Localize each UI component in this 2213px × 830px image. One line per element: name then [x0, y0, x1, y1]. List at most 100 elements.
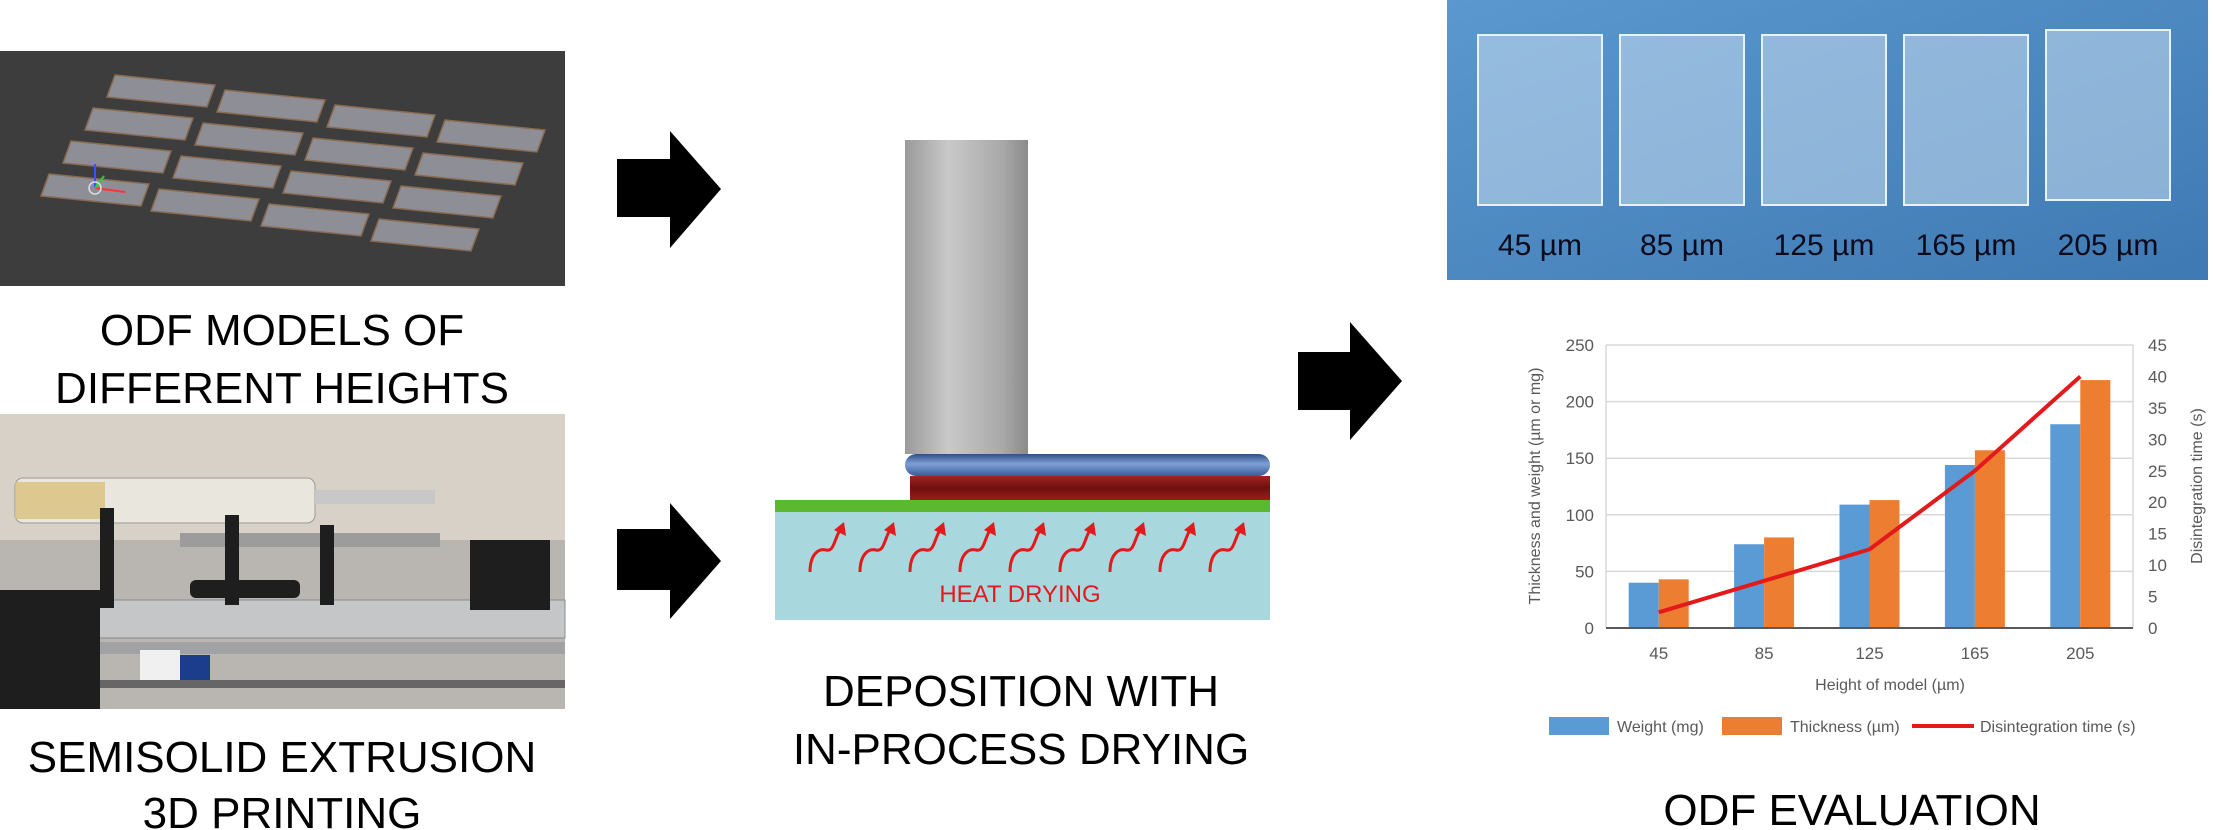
y2-tick-label: 30	[2148, 430, 2167, 449]
heat-arrowhead-icon	[884, 522, 896, 536]
odf-film	[1903, 34, 2029, 206]
odf-model-tile	[325, 104, 437, 138]
y-axis-title: Thickness and weight (µm or mg)	[1527, 368, 1544, 605]
odf-film	[1477, 34, 1603, 206]
film-label: 85 µm	[1640, 229, 1724, 262]
odf-model-tile	[39, 173, 151, 207]
heat-arrow-icon	[808, 529, 842, 573]
film-label: 125 µm	[1774, 229, 1875, 262]
models-caption-line1: ODF MODELS OF	[100, 306, 464, 355]
heat-arrow-icon	[1058, 529, 1092, 573]
odf-model-tile	[171, 155, 283, 189]
odf-model-tile	[303, 137, 415, 171]
y2-tick-label: 25	[2148, 462, 2167, 481]
heat-arrow-icon	[958, 529, 992, 573]
heat-arrow-icon	[1008, 529, 1042, 573]
film-label: 205 µm	[2058, 229, 2159, 262]
film-label: 165 µm	[1916, 229, 2017, 262]
legend-swatch	[1549, 717, 1609, 735]
x-axis-title: Height of model (µm)	[1815, 677, 1965, 694]
deposited-layers	[910, 476, 1270, 500]
y2-tick-label: 35	[2148, 399, 2167, 418]
heat-arrows	[808, 522, 1246, 573]
x-tick-label: 85	[1755, 644, 1774, 663]
odf-model-tile	[83, 107, 195, 141]
heat-arrowhead-icon	[984, 522, 996, 536]
thickness-bar	[2080, 380, 2111, 628]
legend-label: Thickness (µm)	[1790, 719, 1900, 736]
y-tick-label: 50	[1575, 562, 1594, 581]
film-label: 45 µm	[1498, 229, 1582, 262]
nozzle	[905, 140, 1028, 454]
print-bed	[775, 500, 1270, 512]
odf-model-tile	[435, 119, 547, 153]
legend: Weight (mg) Thickness (µm) Disintegration …	[1549, 717, 2136, 736]
evaluation-caption: ODF EVALUATION	[1663, 786, 2040, 830]
legend-label: Disintegration time (s)	[1980, 719, 2136, 736]
x-tick-label: 165	[1961, 644, 1989, 663]
y-tick-label: 250	[1566, 336, 1594, 355]
heat-arrowhead-icon	[1134, 522, 1146, 536]
heat-arrow-icon	[1208, 529, 1242, 573]
deposition-caption-line2: IN-PROCESS DRYING	[793, 725, 1249, 774]
y-tick-label: 150	[1566, 449, 1594, 468]
arrow-right-icon	[1298, 322, 1402, 440]
odf-model-tile	[369, 218, 481, 252]
odf-model-tile	[149, 188, 261, 222]
printer-caption-line1: SEMISOLID EXTRUSION	[28, 733, 537, 782]
axis-gizmo-icon	[88, 164, 126, 195]
heat-arrow-icon	[908, 529, 942, 573]
x-tick-label: 205	[2066, 644, 2094, 663]
y2-tick-label: 10	[2148, 556, 2167, 575]
deposition-caption-line1: DEPOSITION WITH	[823, 667, 1219, 716]
weight-bar	[1839, 504, 1870, 628]
heat-arrowhead-icon	[1034, 522, 1046, 536]
y-tick-label: 0	[1585, 619, 1594, 638]
heat-arrowhead-icon	[834, 522, 846, 536]
heat-arrowhead-icon	[1184, 522, 1196, 536]
legend-swatch	[1722, 717, 1782, 735]
heat-arrowhead-icon	[1084, 522, 1096, 536]
y2-tick-label: 40	[2148, 367, 2167, 386]
odf-model-tiles	[39, 74, 547, 252]
weight-bar	[2050, 424, 2081, 628]
odf-models-render	[0, 51, 565, 286]
heat-arrow-icon	[1158, 529, 1192, 573]
x-tick-label: 45	[1649, 644, 1668, 663]
odf-model-tile	[413, 152, 525, 186]
y2-tick-label: 5	[2148, 588, 2157, 607]
y2-tick-label: 45	[2148, 336, 2167, 355]
odf-model-tile	[193, 122, 305, 156]
odf-film	[1619, 34, 1745, 206]
deposition-schematic: HEAT DRYING	[775, 140, 1270, 620]
odf-model-tile	[61, 140, 173, 174]
heat-arrow-icon	[1108, 529, 1142, 573]
odf-film	[1761, 34, 1887, 206]
thickness-bar	[1869, 500, 1900, 628]
y2-axis-title: Disintegration time (s)	[2189, 408, 2206, 564]
heat-drying-label: HEAT DRYING	[939, 581, 1100, 608]
y-tick-label: 100	[1566, 506, 1594, 525]
thickness-bar	[1764, 537, 1795, 628]
heat-arrowhead-icon	[1234, 522, 1246, 536]
legend-label: Weight (mg)	[1617, 719, 1704, 736]
y2-tick-label: 0	[2148, 619, 2157, 638]
printer-photo	[0, 414, 566, 709]
heat-arrow-icon	[858, 529, 892, 573]
y2-tick-label: 15	[2148, 525, 2167, 544]
x-tick-label: 125	[1855, 644, 1883, 663]
heat-arrowhead-icon	[934, 522, 946, 536]
odf-model-tile	[259, 203, 371, 237]
odf-model-tile	[391, 185, 503, 219]
disintegration-line	[1658, 374, 2082, 615]
y2-tick-label: 20	[2148, 493, 2167, 512]
models-caption-line2: DIFFERENT HEIGHTS	[55, 364, 509, 413]
odf-model-tile	[215, 89, 327, 123]
arrow-right-icon	[617, 503, 721, 619]
extruded-layer	[905, 454, 1270, 476]
weight-bar	[1628, 582, 1659, 628]
printer-caption-line2: 3D PRINTING	[143, 789, 422, 830]
odf-model-tile	[281, 170, 393, 204]
